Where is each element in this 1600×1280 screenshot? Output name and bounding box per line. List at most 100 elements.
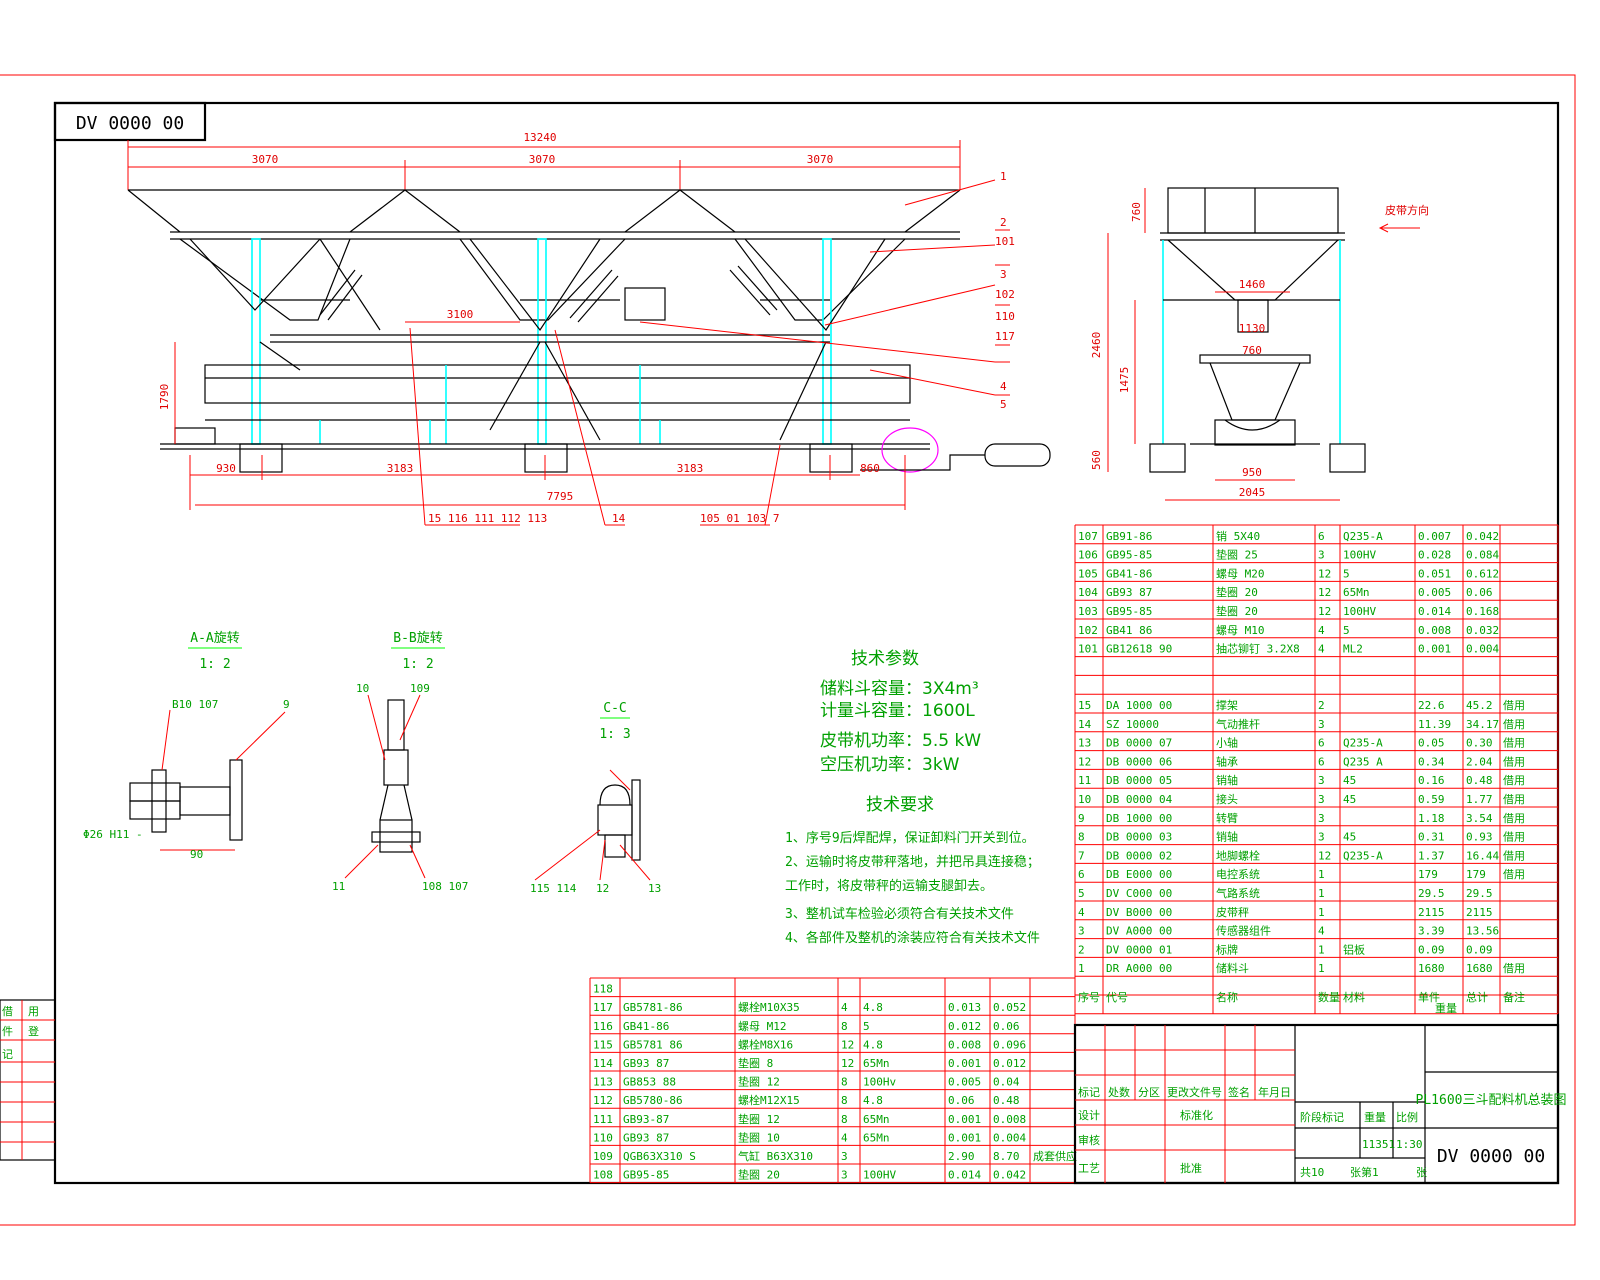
left-strip-1: 借 <box>2 1005 13 1018</box>
drawing-number: DV 0000 00 <box>1437 1146 1545 1167</box>
bom-right-cell: 6 <box>1318 737 1325 750</box>
bom-right-cell: 借用 <box>1503 793 1525 806</box>
bom-right-cell: 螺母 M20 <box>1216 567 1265 580</box>
bom-right-cell: 1 <box>1318 906 1325 919</box>
bom-right-header-cell: 总计 <box>1466 990 1488 1004</box>
weight-label: 重量 <box>1364 1110 1386 1124</box>
weight-value: 11351 <box>1362 1138 1395 1151</box>
bom-right-cell: 11 <box>1078 774 1091 787</box>
bom-right-cell: 12 <box>1318 586 1331 599</box>
bom-bottom-cell: 2.90 <box>948 1150 975 1163</box>
bb-label-1: 10 <box>356 682 369 695</box>
bom-right-cell: 100HV <box>1343 549 1376 562</box>
dim-seg2: 3070 <box>529 153 556 166</box>
bom-bottom-cell: 116 <box>593 1020 613 1033</box>
dim-seg1: 3070 <box>252 153 279 166</box>
bom-right-cell: 12 <box>1078 755 1091 768</box>
drawing-frame <box>53 101 1560 1185</box>
dim-side-in2: 1130 <box>1239 322 1266 335</box>
bom-right-cell: 2 <box>1318 699 1325 712</box>
tech-req-heading: 技术要求 <box>866 795 934 815</box>
bom-right-cell: 0.014 <box>1418 605 1451 618</box>
bom-right-cell: 借用 <box>1503 699 1525 712</box>
bom-right-cell: 0.084 <box>1466 549 1499 562</box>
bom-right-cell: DA 1000 00 <box>1106 699 1172 712</box>
aa-label-2: 9 <box>283 698 290 711</box>
dim-side-mid: 1475 <box>1118 367 1131 394</box>
bom-right-cell: DB 0000 05 <box>1106 774 1172 787</box>
bom-bottom-cell: GB95-85 <box>623 1169 669 1182</box>
bom-right-cell: 106 <box>1078 549 1098 562</box>
bom-right-cell: 10 <box>1078 793 1091 806</box>
bom-right-cell: GB41-86 <box>1106 567 1152 580</box>
bom-right-cell: 气路系统 <box>1216 886 1260 900</box>
bom-right-cell: 3 <box>1318 831 1325 844</box>
bom-right-cell: 2115 <box>1418 906 1445 919</box>
stage-mark-label: 阶段标记 <box>1300 1110 1344 1124</box>
bom-right-cell: DV B000 00 <box>1106 906 1172 919</box>
bom-right-cell: DV C000 00 <box>1106 887 1172 900</box>
bom-right-cell: DB 0000 03 <box>1106 831 1172 844</box>
bom-right-cell: 小轴 <box>1216 736 1238 750</box>
bom-bottom-cell: 8 <box>841 1076 848 1089</box>
bom-right-cell: 14 <box>1078 718 1092 731</box>
bom-bottom-cell: 8 <box>841 1094 848 1107</box>
section-bb: B-B旋转 1: 2 10 109 11 108 107 <box>332 631 468 893</box>
bom-bottom-cell: 100HV <box>863 1169 896 1182</box>
bom-right-cell: 0.34 <box>1418 755 1445 768</box>
bom-right-cell: 0.31 <box>1418 831 1445 844</box>
bom-right-cell: 5 <box>1343 567 1350 580</box>
bom-right-cell: 29.5 <box>1418 887 1445 900</box>
rev-label-4: 更改文件号 <box>1167 1085 1222 1099</box>
bom-right-cell: DB 0000 04 <box>1106 793 1173 806</box>
bom-right-cell: 12 <box>1318 605 1331 618</box>
callout-101: 101 <box>995 235 1015 248</box>
bom-right-cell: 0.48 <box>1466 774 1493 787</box>
bom-right-cell: 13.56 <box>1466 925 1499 938</box>
bom-bottom-cell: 0.06 <box>993 1020 1020 1033</box>
dim-bot1: 930 <box>216 462 236 475</box>
bb-label-3: 11 <box>332 880 345 893</box>
bom-bottom-cell: 垫圈 20 <box>738 1168 780 1182</box>
callout-14: 14 <box>612 512 626 525</box>
bom-right-cell: 0.042 <box>1466 530 1499 543</box>
bom-right-cell: 标牌 <box>1216 942 1238 956</box>
tech-params: 技术参数 储料斗容量：3X4m³ 计量斗容量：1600L 皮带机功率：5.5 k… <box>820 649 981 775</box>
bom-right-cell: Q235-A <box>1343 737 1383 750</box>
aa-label-1: B10 107 <box>172 698 218 711</box>
drawing-number-mirrored: DV 0000 00 <box>76 113 184 134</box>
bom-bottom-cell: GB93 87 <box>623 1057 669 1070</box>
bom-bottom-cell: GB853 88 <box>623 1076 676 1089</box>
bom-right-cell: 45 <box>1343 793 1356 806</box>
callout-5: 5 <box>1000 398 1007 411</box>
bom-right-cell: 借用 <box>1503 718 1525 731</box>
bom-right-cell: 13 <box>1078 737 1091 750</box>
bom-bottom-cell: 12 <box>841 1038 854 1051</box>
bom-right-cell: 3 <box>1318 812 1325 825</box>
bom-right-cell: 1.37 <box>1418 849 1445 862</box>
bom-right-cell: 3 <box>1318 793 1325 806</box>
bom-right-cell: 0.612 <box>1466 567 1499 580</box>
bom-right-cell: 1 <box>1318 962 1325 975</box>
bom-right-cell: 5 <box>1078 887 1085 900</box>
rev-label-3: 分区 <box>1138 1086 1160 1099</box>
bom-right-cell: 6 <box>1318 755 1325 768</box>
bom-right-cell: DV A000 00 <box>1106 925 1172 938</box>
role-process: 工艺 <box>1078 1162 1100 1175</box>
sheets-total: 共10 <box>1300 1166 1324 1179</box>
bom-bottom-cell: 4 <box>841 1131 848 1144</box>
bom-right-cell: 铝板 <box>1343 942 1365 956</box>
bom-right-cell: 0.051 <box>1418 567 1451 580</box>
bom-bottom-cell: 螺母 M12 <box>738 1020 787 1033</box>
bom-right-cell: 垫圈 20 <box>1216 585 1258 599</box>
bom-right-cell: 34.17 <box>1466 718 1499 731</box>
bom-bottom-cell: 0.008 <box>948 1038 981 1051</box>
bom-right-cell: Q235-A <box>1343 849 1383 862</box>
bom-right-cell: 撑架 <box>1216 698 1238 712</box>
bom-right-cell: 地脚螺栓 <box>1216 848 1260 862</box>
bom-bottom-cell: GB5781 86 <box>623 1038 683 1051</box>
tech-param-3: 皮带机功率：5.5 kW <box>820 731 981 751</box>
bom-bottom-cell: 0.013 <box>948 1001 981 1014</box>
bom-bottom-cell: 65Mn <box>863 1057 890 1070</box>
bom-right-cell: 传感器组件 <box>1216 924 1271 938</box>
